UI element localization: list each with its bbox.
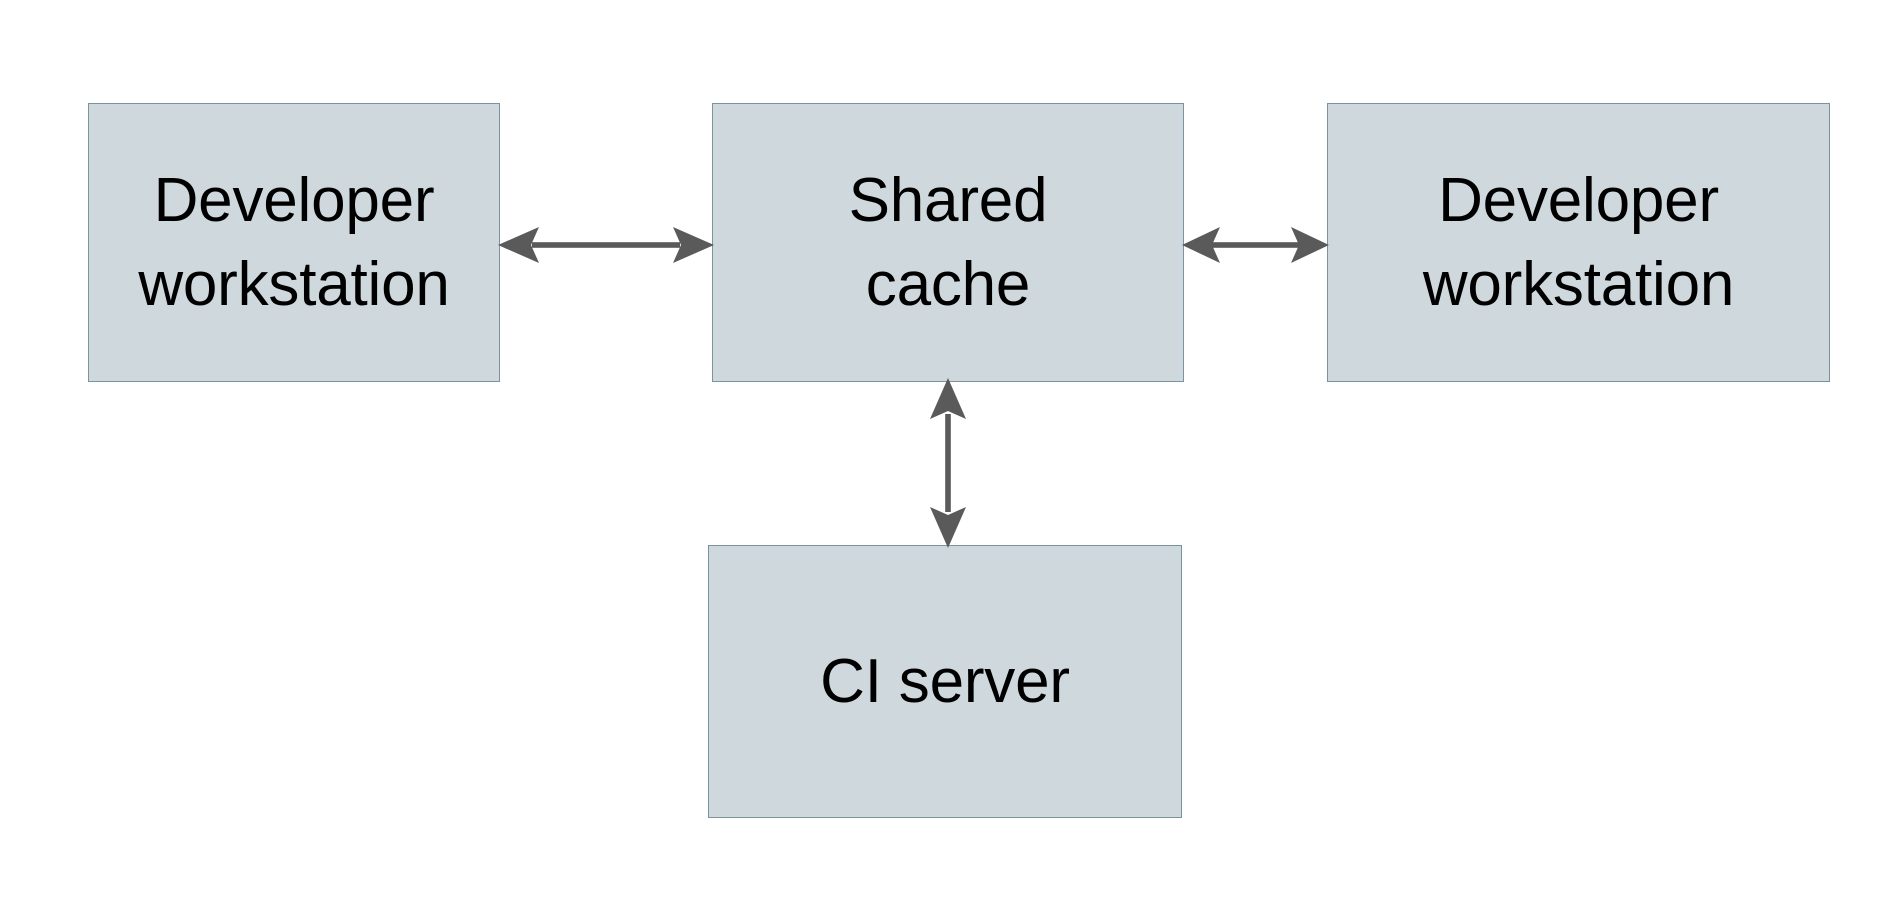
node-ci-server[interactable]: CI server	[708, 545, 1182, 818]
edge-shared-cache-to-developer-workstation-right[interactable]	[1182, 214, 1329, 276]
node-label: CI server	[820, 646, 1070, 716]
node-developer-workstation-left[interactable]: Developer workstation	[88, 103, 500, 382]
node-label: Shared cache	[848, 166, 1048, 319]
node-developer-workstation-right[interactable]: Developer workstation	[1327, 103, 1830, 382]
edge-developer-workstation-left-to-shared-cache[interactable]	[498, 214, 714, 276]
node-label: Developer workstation	[138, 166, 450, 319]
edge-shared-cache-to-ci-server[interactable]	[916, 378, 980, 548]
node-label: Developer workstation	[1422, 166, 1735, 319]
node-shared-cache[interactable]: Shared cache	[712, 103, 1184, 382]
